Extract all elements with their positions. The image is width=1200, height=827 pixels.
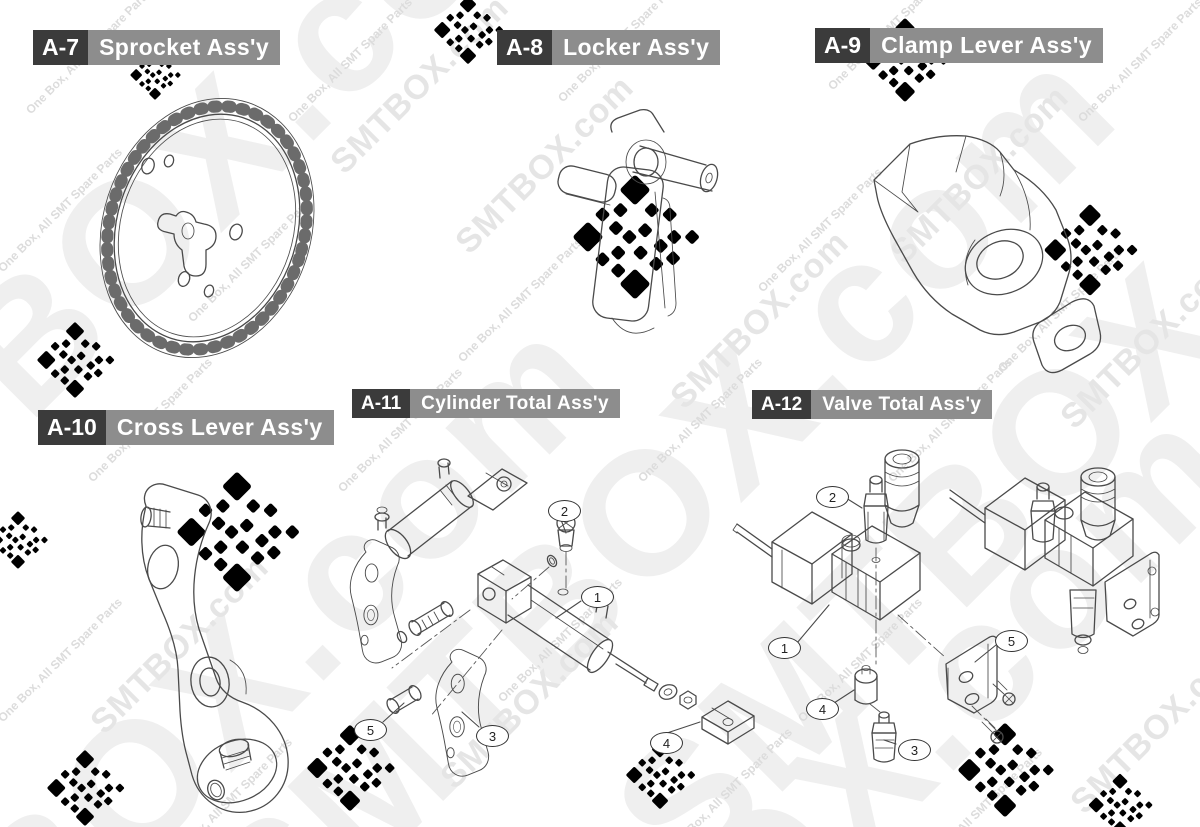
- callout-a11-1: 1: [581, 586, 614, 608]
- clamp-lever-drawing: [873, 135, 1102, 374]
- section-title: Clamp Lever Ass'y: [870, 28, 1103, 63]
- section-title: Cross Lever Ass'y: [105, 410, 334, 445]
- section-code: A-10: [38, 410, 106, 445]
- section-code: A-9: [815, 28, 871, 63]
- section-code: A-12: [752, 390, 812, 419]
- section-label-a8: A-8 Locker Ass'y: [497, 30, 721, 65]
- callout-a12-5: 5: [995, 630, 1028, 652]
- callout-a11-4: 4: [650, 732, 683, 754]
- section-label-a11: A-11 Cylinder Total Ass'y: [352, 389, 620, 418]
- section-label-a12: A-12 Valve Total Ass'y: [752, 390, 993, 419]
- section-code: A-8: [497, 30, 553, 65]
- callout-a12-4: 4: [806, 698, 839, 720]
- section-title: Locker Ass'y: [552, 30, 721, 65]
- section-title: Valve Total Ass'y: [811, 390, 993, 419]
- section-label-a7: A-7 Sprocket Ass'y: [33, 30, 281, 65]
- section-label-a9: A-9 Clamp Lever Ass'y: [815, 28, 1103, 63]
- section-label-a10: A-10 Cross Lever Ass'y: [38, 410, 334, 445]
- section-title: Cylinder Total Ass'y: [410, 389, 620, 418]
- callout-a12-2: 2: [816, 486, 849, 508]
- callout-a12-1: 1: [768, 637, 801, 659]
- callout-a11-2: 2: [548, 500, 581, 522]
- sprocket-drawing: [99, 97, 315, 359]
- locker-drawing: [557, 108, 719, 334]
- callout-a12-3: 3: [898, 739, 931, 761]
- callout-a11-5: 5: [354, 719, 387, 741]
- cross-lever-drawing: [140, 483, 289, 813]
- section-code: A-7: [33, 30, 89, 65]
- valve-assembly-drawing: [732, 449, 1160, 763]
- section-code: A-11: [352, 389, 411, 418]
- section-title: Sprocket Ass'y: [88, 30, 281, 65]
- callout-a11-3: 3: [476, 725, 509, 747]
